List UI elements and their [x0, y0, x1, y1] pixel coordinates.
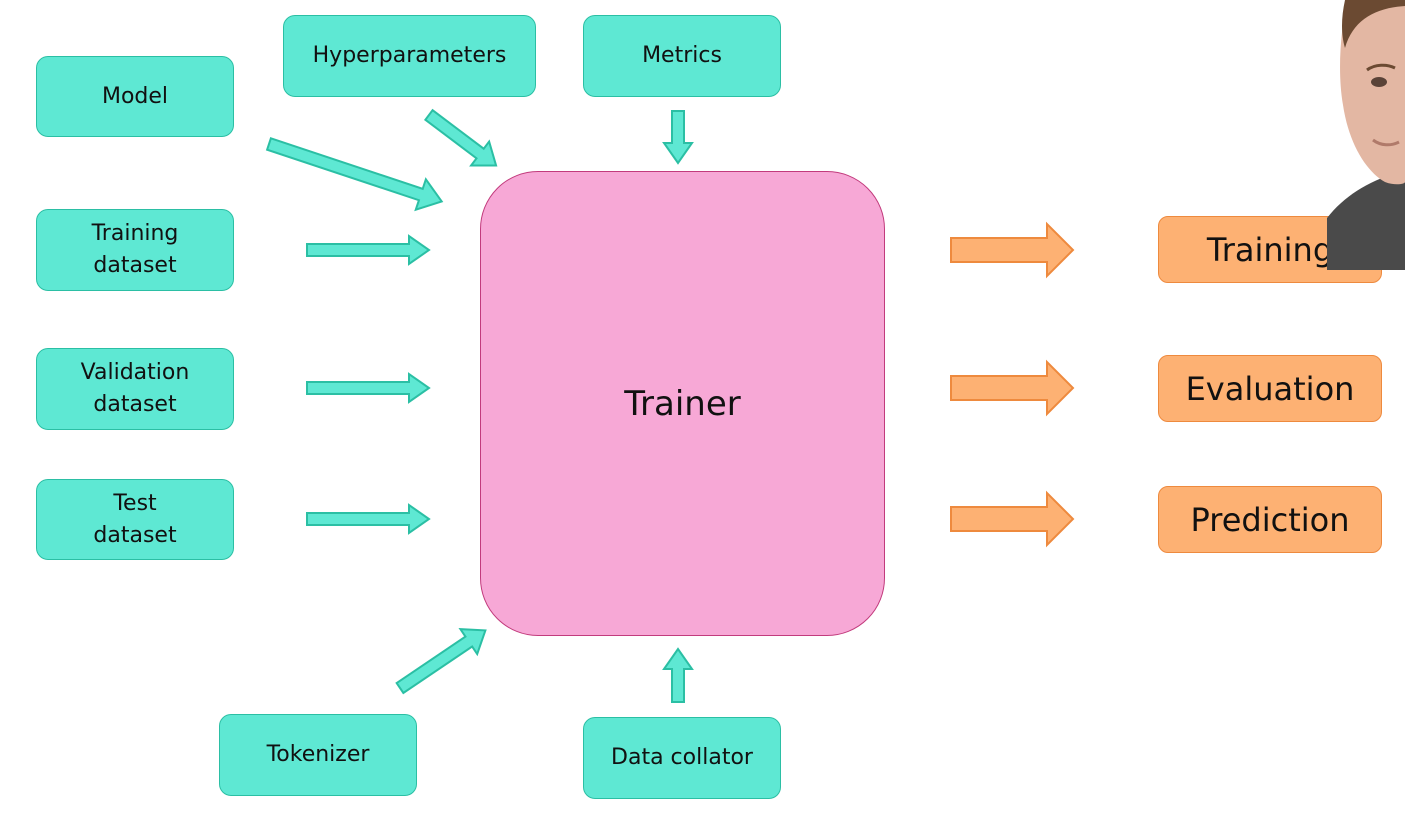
test-dataset-box: Test dataset	[36, 479, 234, 560]
presenter-video	[1315, 0, 1405, 270]
prediction-output-box: Prediction	[1158, 486, 1382, 553]
presenter-avatar	[1327, 0, 1405, 270]
test-dataset-label: Test dataset	[93, 490, 177, 548]
arrow-metrics-to-trainer	[662, 110, 694, 165]
arrow-hyperparameters-to-trainer	[423, 108, 498, 167]
tokenizer-label: Tokenizer	[266, 742, 370, 767]
training-output-label: Training	[1206, 230, 1334, 269]
arrow-trainer-to-training	[950, 221, 1075, 279]
arrow-validation-dataset-to-trainer	[306, 372, 431, 404]
hyperparameters-box: Hyperparameters	[283, 15, 536, 97]
arrow-trainer-to-prediction	[950, 490, 1075, 548]
prediction-output-label: Prediction	[1190, 500, 1350, 539]
arrow-trainer-to-evaluation	[950, 359, 1075, 417]
training-dataset-label: Training dataset	[91, 221, 179, 278]
metrics-box: Metrics	[583, 15, 781, 97]
training-dataset-box: Training dataset	[36, 209, 234, 291]
data-collator-box: Data collator	[583, 717, 781, 799]
data-collator-label: Data collator	[611, 745, 753, 770]
validation-dataset-box: Validation dataset	[36, 348, 234, 430]
model-label: Model	[101, 83, 169, 109]
trainer-label: Trainer	[624, 383, 741, 424]
tokenizer-box: Tokenizer	[219, 714, 417, 796]
arrow-training-dataset-to-trainer	[306, 234, 431, 266]
arrow-test-dataset-to-trainer	[306, 503, 431, 535]
arrow-data-collator-to-trainer	[662, 647, 694, 703]
arrow-tokenizer-to-trainer	[395, 628, 487, 695]
validation-dataset-label: Validation dataset	[80, 360, 190, 417]
arrow-model-to-trainer	[265, 137, 444, 212]
evaluation-output-label: Evaluation	[1185, 369, 1355, 408]
trainer-box: Trainer	[480, 171, 885, 636]
evaluation-output-box: Evaluation	[1158, 355, 1382, 422]
model-box: Model	[36, 56, 234, 137]
hyperparameters-label: Hyperparameters	[312, 43, 507, 68]
metrics-label: Metrics	[642, 43, 722, 68]
